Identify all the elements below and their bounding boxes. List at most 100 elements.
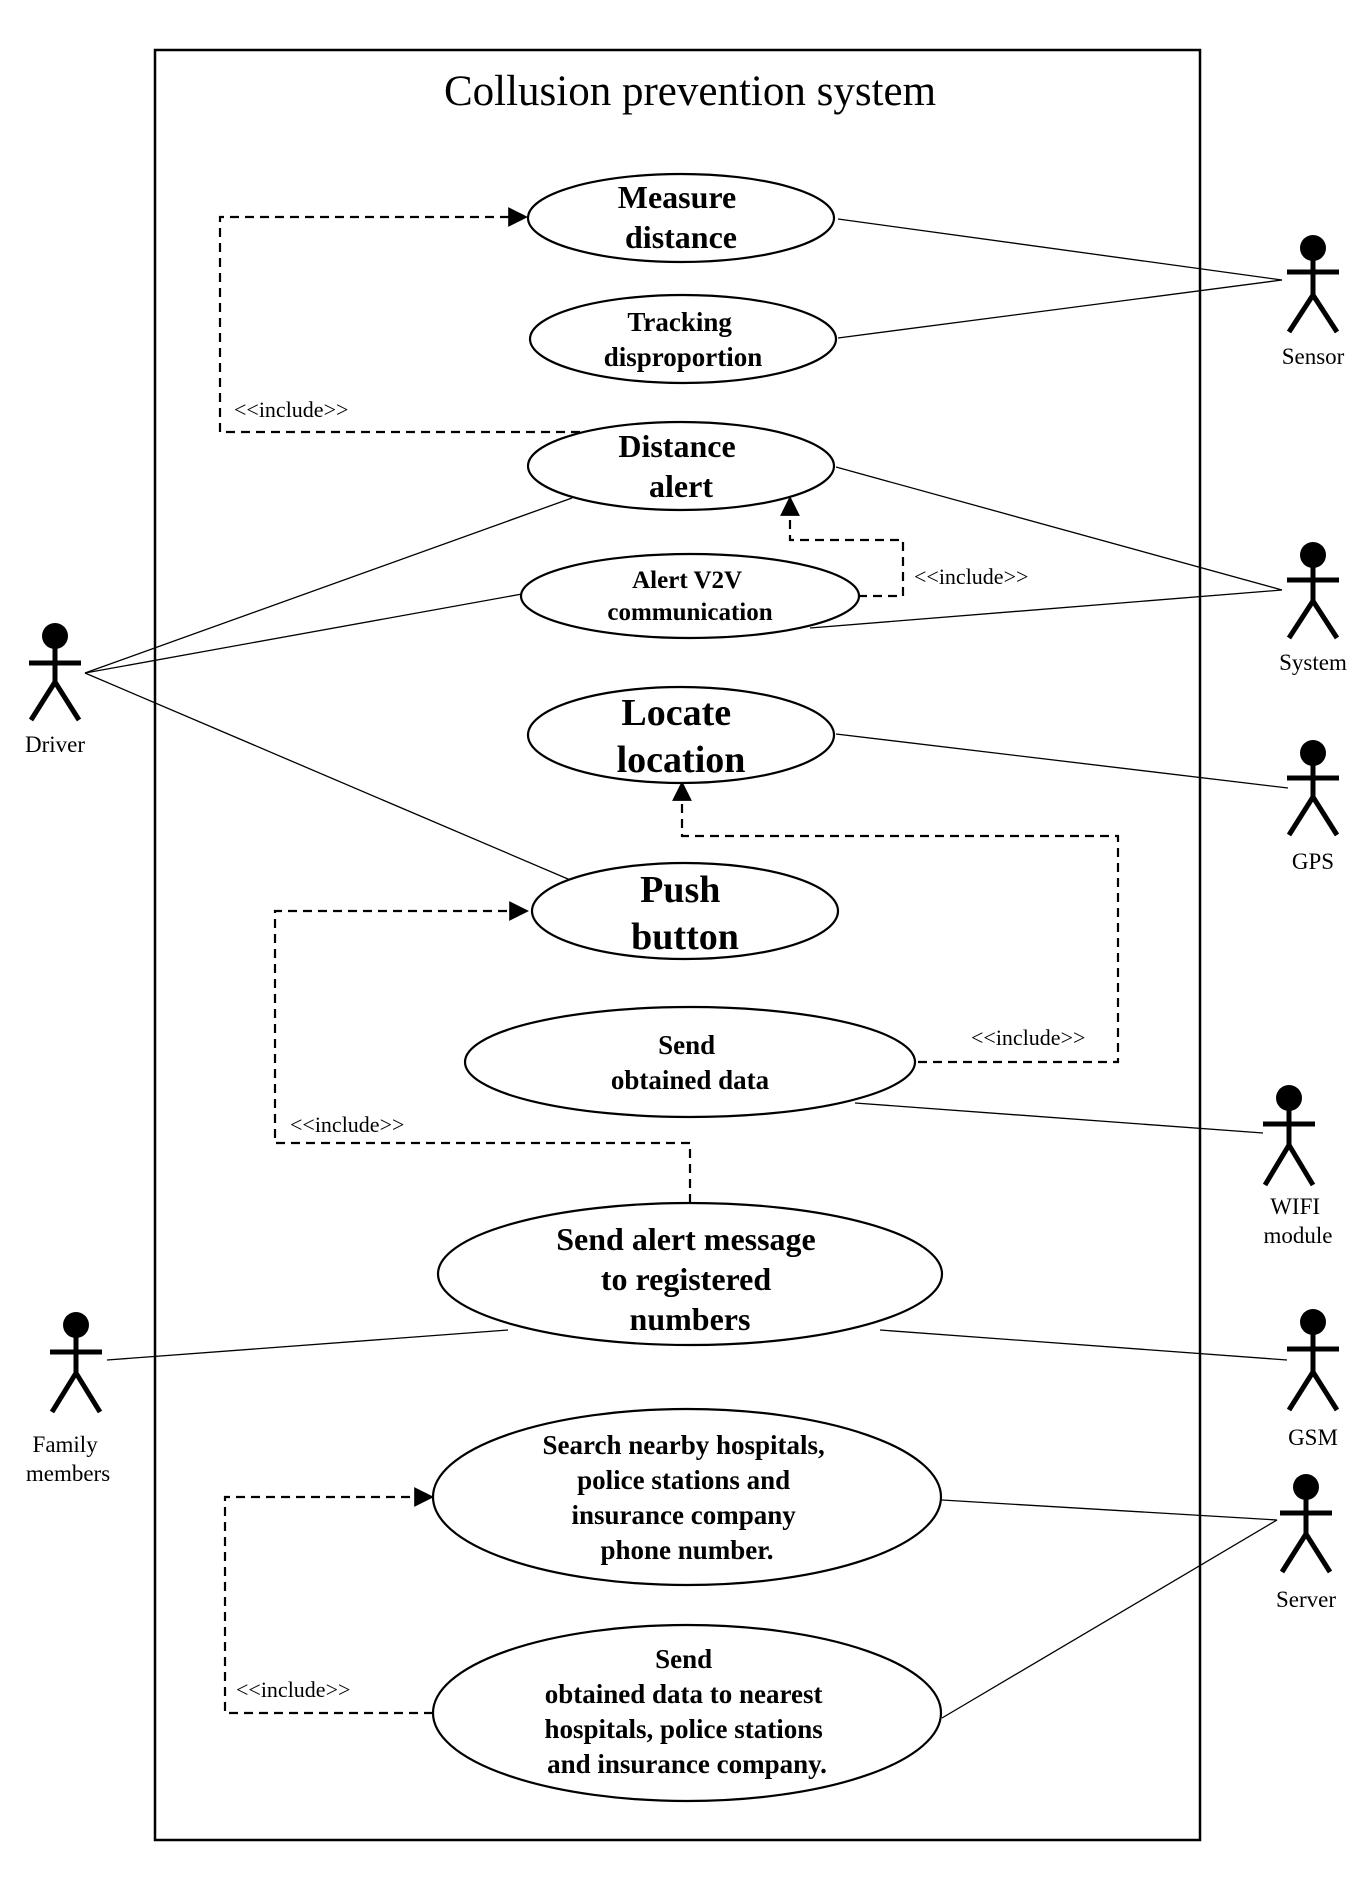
include-distance-alert-measure	[218, 207, 580, 434]
use-case-locate-location: Locate location	[526, 685, 836, 785]
svg-text:Send obtained data: Send obtained data	[611, 1030, 770, 1095]
include-send-nearest-search	[223, 1487, 434, 1715]
uc-line: Locate	[621, 692, 731, 734]
stick-figure-icon	[28, 623, 82, 722]
actor-label: GPS	[1292, 849, 1334, 874]
svg-text:Driver: Driver	[25, 732, 85, 757]
svg-text:Send alert message to re: Send alert message to registered numbers	[556, 1221, 824, 1337]
use-case-send-obtained-data: Send obtained data	[463, 1005, 917, 1119]
stick-figure-icon	[49, 1312, 103, 1414]
include-label: <<include>>	[971, 1025, 1085, 1050]
use-case-send-to-nearest: Send obtained data to nearest hospitals,…	[431, 1623, 943, 1803]
svg-text:Server: Server	[1276, 1587, 1336, 1612]
assoc-gps-locate	[835, 733, 1289, 789]
include-v2v-distance-alert	[780, 496, 905, 598]
uc-line: Push	[640, 869, 720, 911]
svg-text:Family members: Family members	[26, 1432, 110, 1486]
actor-label: Server	[1276, 1587, 1336, 1612]
stick-figure-icon	[1286, 740, 1340, 837]
assoc-server-search	[941, 1499, 1278, 1521]
use-case-push-button: Push button	[530, 861, 840, 961]
uc-line: Send	[658, 1030, 715, 1060]
stick-figure-icon	[1286, 1309, 1340, 1412]
svg-text:Distance alert: Distance alert	[618, 428, 743, 504]
svg-text:Locate location: Locate location	[617, 692, 746, 781]
svg-text:Push button: Push button	[631, 869, 739, 958]
uc-line: Search nearby hospitals,	[542, 1430, 824, 1460]
svg-text:GPS: GPS	[1292, 849, 1334, 874]
include-label: <<include>>	[290, 1112, 404, 1137]
uc-line: Tracking	[627, 307, 732, 337]
include-labels: <<include>> <<include>> <<include>> <<in…	[234, 397, 1085, 1702]
uc-line: location	[617, 739, 746, 781]
uc-line: police stations and	[577, 1465, 790, 1495]
actor-label: module	[1264, 1223, 1333, 1248]
actor-label: Driver	[25, 732, 85, 757]
uc-line: alert	[649, 468, 713, 504]
include-dependencies	[218, 207, 1120, 1715]
stick-figure-icon	[1286, 235, 1340, 334]
actor-system: System	[1279, 542, 1347, 675]
svg-text:Search nearby hospitals,: Search nearby hospitals, police stations…	[542, 1430, 831, 1565]
include-label: <<include>>	[236, 1677, 350, 1702]
uc-line: Measure	[618, 179, 736, 215]
actor-family-members: Family members	[26, 1312, 110, 1486]
stick-figure-icon	[1262, 1085, 1316, 1187]
associations	[84, 218, 1289, 1719]
actor-gps: GPS	[1286, 740, 1340, 874]
assoc-gsm-send-alert	[879, 1329, 1288, 1361]
uc-line: obtained data	[611, 1065, 770, 1095]
svg-text:Send obtained data to ne: Send obtained data to nearest hospitals,…	[544, 1644, 829, 1779]
actor-label: System	[1279, 650, 1347, 675]
actor-server: Server	[1276, 1474, 1336, 1612]
actor-label: members	[26, 1461, 110, 1486]
uc-line: disproportion	[604, 342, 763, 372]
uc-line: phone number.	[600, 1535, 773, 1565]
uc-line: to registered	[601, 1261, 772, 1297]
uc-line: button	[631, 916, 739, 958]
svg-text:Sensor: Sensor	[1282, 344, 1345, 369]
uc-line: insurance company	[571, 1500, 796, 1530]
system-title: Collusion prevention system	[444, 68, 936, 115]
uc-line: Distance	[618, 428, 735, 464]
uc-line: hospitals, police stations	[544, 1714, 822, 1744]
assoc-server-send-nearest	[941, 1519, 1278, 1719]
use-case-measure-distance: Measure distance	[526, 172, 836, 264]
actor-label: WIFI	[1270, 1194, 1320, 1219]
assoc-sensor-measure-distance	[837, 218, 1283, 281]
actor-label: GSM	[1288, 1425, 1338, 1450]
uc-line: distance	[625, 219, 737, 255]
actor-label: Sensor	[1282, 344, 1345, 369]
svg-text:Alert V2V communication: Alert V2V communication	[607, 567, 772, 626]
assoc-driver-distance-alert	[84, 497, 573, 674]
uc-line: and insurance company.	[547, 1749, 827, 1779]
use-case-search-nearby: Search nearby hospitals, police stations…	[431, 1407, 943, 1587]
stick-figure-icon	[1286, 542, 1340, 640]
uc-line: communication	[607, 599, 772, 626]
use-case-alert-v2v-communication: Alert V2V communication	[519, 552, 861, 640]
svg-text:System: System	[1279, 650, 1347, 675]
use-case-send-alert-message: Send alert message to registered numbers	[436, 1201, 944, 1347]
system-boundary	[153, 48, 1202, 1842]
actor-label: Family	[33, 1432, 99, 1457]
uc-line: numbers	[630, 1301, 751, 1337]
use-case-tracking-disproportion: Tracking disproportion	[528, 293, 838, 385]
assoc-driver-alert-v2v	[84, 593, 523, 674]
assoc-family-send-alert	[106, 1329, 509, 1361]
svg-text:WIFI module: WIFI module	[1264, 1194, 1333, 1248]
svg-text:GSM: GSM	[1288, 1425, 1338, 1450]
actor-gsm: GSM	[1286, 1309, 1340, 1450]
assoc-system-alert-v2v	[809, 589, 1283, 629]
assoc-system-distance-alert	[835, 466, 1283, 591]
uc-line: obtained data to nearest	[545, 1679, 823, 1709]
actor-driver: Driver	[25, 623, 85, 757]
include-send-data-locate	[672, 781, 1120, 1064]
uc-line: Send alert message	[556, 1221, 816, 1257]
actor-sensor: Sensor	[1282, 235, 1345, 369]
svg-text:Measure distance: Measure distance	[618, 179, 744, 255]
include-label: <<include>>	[914, 564, 1028, 589]
use-case-distance-alert: Distance alert	[526, 420, 836, 512]
svg-text:Tracking disproportion: Tracking disproportion	[604, 307, 763, 372]
actor-wifi-module: WIFI module	[1262, 1085, 1333, 1248]
